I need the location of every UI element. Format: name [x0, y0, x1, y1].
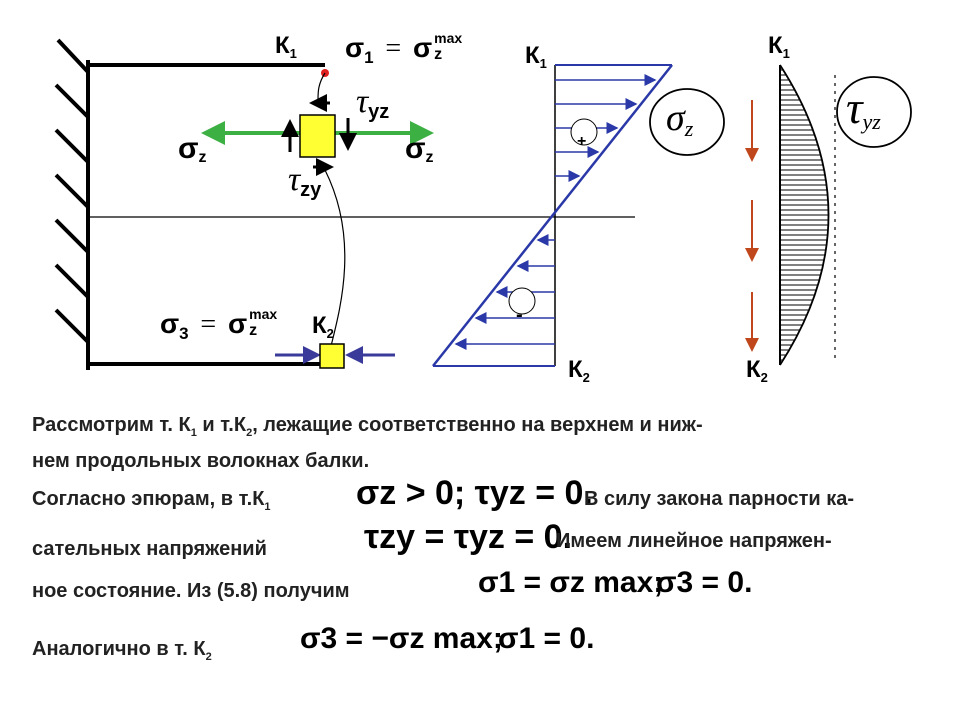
- sigma3-eq-sigmaz-max: σ3 = σ max z: [160, 306, 278, 343]
- tau-yz-label: τyz: [356, 83, 390, 123]
- sigma-z-right-label: σz: [405, 132, 434, 166]
- k2-label-beam: К2: [312, 312, 334, 341]
- text-line-1: Рассмотрим т. К1 и т.К2, лежащие соответ…: [32, 414, 703, 439]
- k2-leader-line: [324, 169, 346, 351]
- epure-tau-yz-label: τyz: [846, 82, 881, 134]
- formula-line-4: τzy = τyz = 0.: [364, 518, 573, 556]
- stress-element-k2: [275, 343, 395, 369]
- k2-label-sigma-epure: К2: [568, 356, 590, 385]
- text-line-4-start: сательных напряжений: [32, 538, 267, 560]
- k2-label-tau-epure: К2: [746, 356, 768, 385]
- k1-label-beam: К1: [275, 32, 297, 61]
- tau-zy-label: τzy: [288, 161, 322, 201]
- tau-yz-epure: [745, 64, 912, 366]
- sigma-z-left-label: σz: [178, 132, 207, 166]
- formula-line-6a: σ3 = −σz max;: [300, 622, 503, 655]
- text-line-3-end: В силу закона парности ка-: [584, 488, 855, 510]
- text-line-2: нем продольных волокнах балки.: [32, 450, 370, 472]
- beam: [88, 63, 635, 366]
- formula-line-6b: σ1 = 0.: [498, 622, 595, 655]
- fixed-support: [54, 38, 90, 370]
- sigma1-eq-sigmaz-max: σ1 = σ max z: [345, 30, 463, 67]
- text-line-4-end: Имеем линейное напряжен-: [556, 530, 832, 552]
- formula-line-5b: σ3 = 0.: [656, 566, 753, 599]
- k1-label-tau-epure: К1: [768, 32, 790, 61]
- formula-line-5a: σ1 = σz max;: [478, 566, 664, 599]
- k1-label-sigma-epure: К1: [525, 42, 547, 71]
- text-line-6-start: Аналогично в т. К2: [32, 638, 212, 663]
- epure-sigma-z-label: σz: [666, 97, 694, 141]
- formula-line-3: σz > 0; τyz = 0.: [356, 474, 593, 512]
- text-line-5-start: ное состояние. Из (5.8) получим: [32, 580, 350, 602]
- k1-leader-line: [317, 72, 326, 101]
- sigma-z-epure: [432, 64, 725, 367]
- text-line-3-start: Согласно эпюрам, в т.К1: [32, 488, 271, 513]
- epure-plus-sign: +: [577, 133, 587, 150]
- stress-element-k1: [201, 94, 434, 176]
- epure-minus-sign: -: [516, 304, 523, 326]
